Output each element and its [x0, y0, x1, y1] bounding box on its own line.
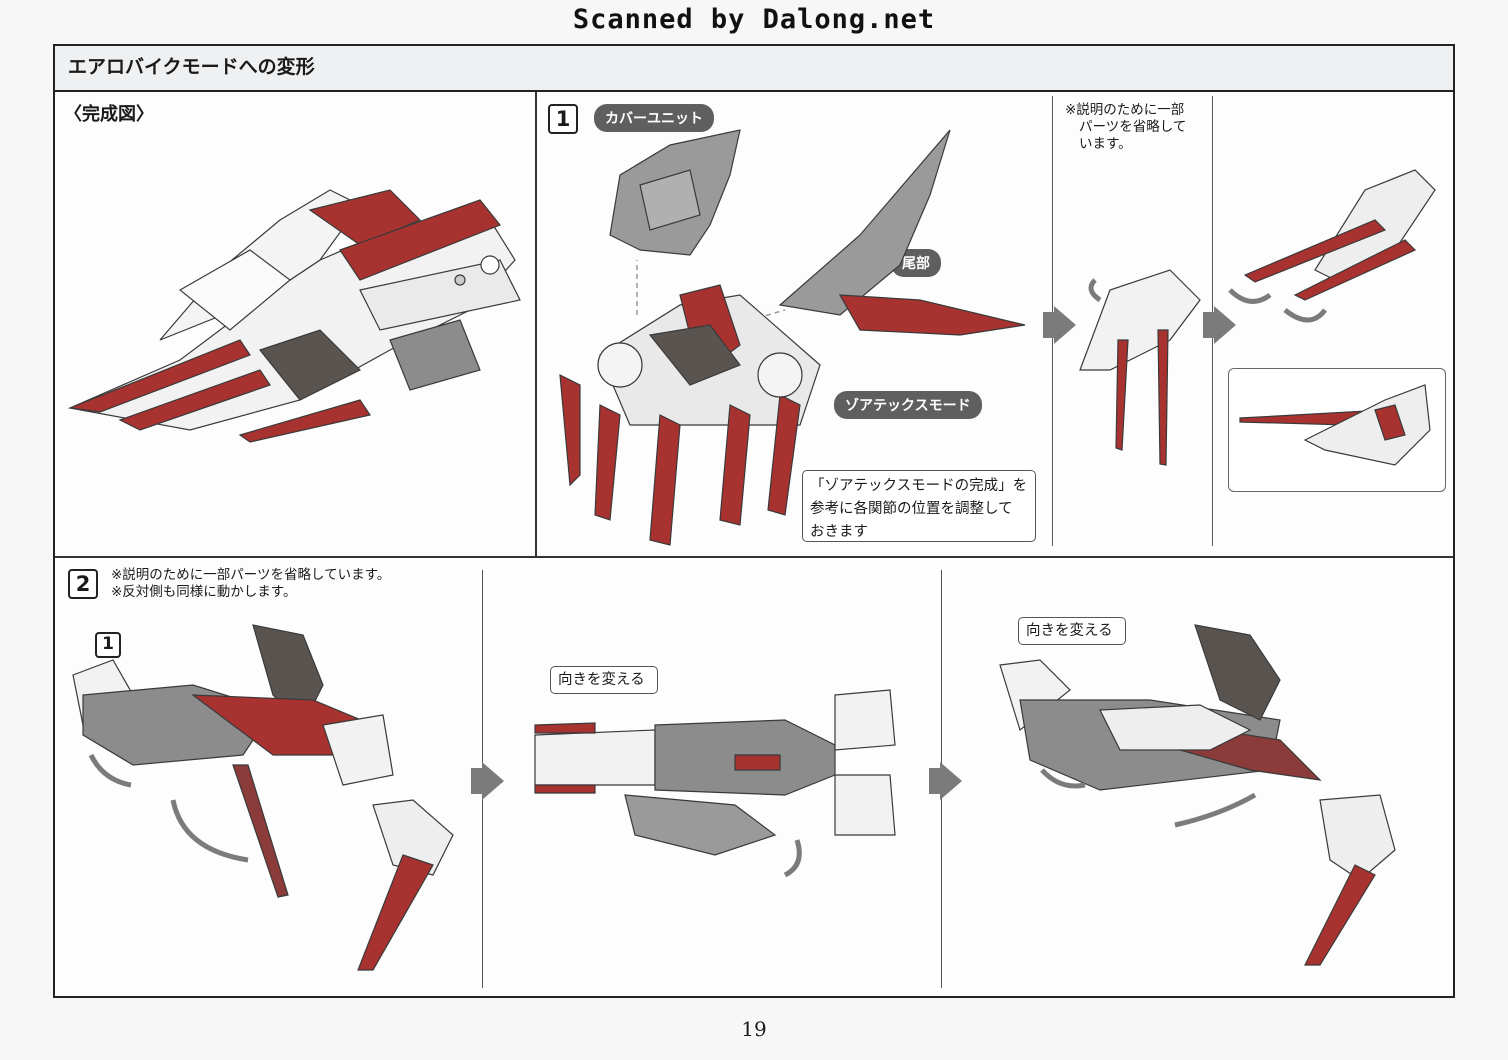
- row-divider: [55, 556, 1453, 558]
- step-1-badge: 1: [548, 104, 578, 134]
- turn-callout-a: 向きを変える: [550, 666, 658, 694]
- section-title: エアロバイクモードへの変形: [68, 56, 315, 78]
- callout-line-1: 「ゾアテックスモードの完成」を: [810, 478, 1028, 494]
- omit-note-line-3: います。: [1079, 136, 1132, 152]
- watermark: Scanned by Dalong.net: [572, 4, 936, 35]
- step-2-badge: 2: [68, 569, 98, 599]
- omit-note-line-1: ※説明のために一部: [1065, 102, 1185, 118]
- step2-notes: ※説明のために一部パーツを省略しています。 ※反対側も同様に動かします。: [111, 567, 390, 601]
- step2-note-1: ※説明のために一部パーツを省略しています。: [111, 567, 391, 583]
- title-bar: [55, 46, 1453, 92]
- turn-callout-b: 向きを変える: [1018, 617, 1126, 645]
- step2-frame3-illustration: [999, 624, 1396, 966]
- step2-note-2: ※反対側も同様に動かします。: [111, 584, 297, 600]
- detail-inset-illustration: [1239, 384, 1431, 466]
- zoatex-mode-label: ゾアテックスモード: [834, 391, 982, 419]
- turn-label-b: 向きを変える: [1026, 623, 1113, 639]
- page-number: 19: [741, 1017, 767, 1041]
- col-divider-1: [535, 92, 537, 556]
- cover-unit-label: カバーユニット: [594, 104, 714, 132]
- callout-line-2: 参考に各関節の位置を調整して: [810, 501, 1013, 517]
- step1-robot-illustration: [559, 129, 1026, 546]
- step2-frame2-illustration: [534, 689, 896, 878]
- step1-callout: 「ゾアテックスモードの完成」を 参考に各関節の位置を調整して おきます: [802, 470, 1036, 542]
- turn-label-a: 向きを変える: [558, 672, 645, 688]
- leg-fold-illustration: [1079, 269, 1201, 466]
- completed-model-illustration: [67, 189, 521, 443]
- callout-line-3: おきます: [810, 524, 868, 540]
- omit-note-line-2: パーツを省略して: [1079, 119, 1187, 135]
- sub-step-1-badge: 1: [95, 632, 121, 658]
- tail-rotate-illustration: [1228, 169, 1436, 323]
- step1-omit-note: ※説明のために一部 パーツを省略して います。: [1065, 102, 1186, 153]
- completed-label: 〈完成図〉: [64, 104, 154, 125]
- step2-frame1-illustration: [72, 624, 454, 971]
